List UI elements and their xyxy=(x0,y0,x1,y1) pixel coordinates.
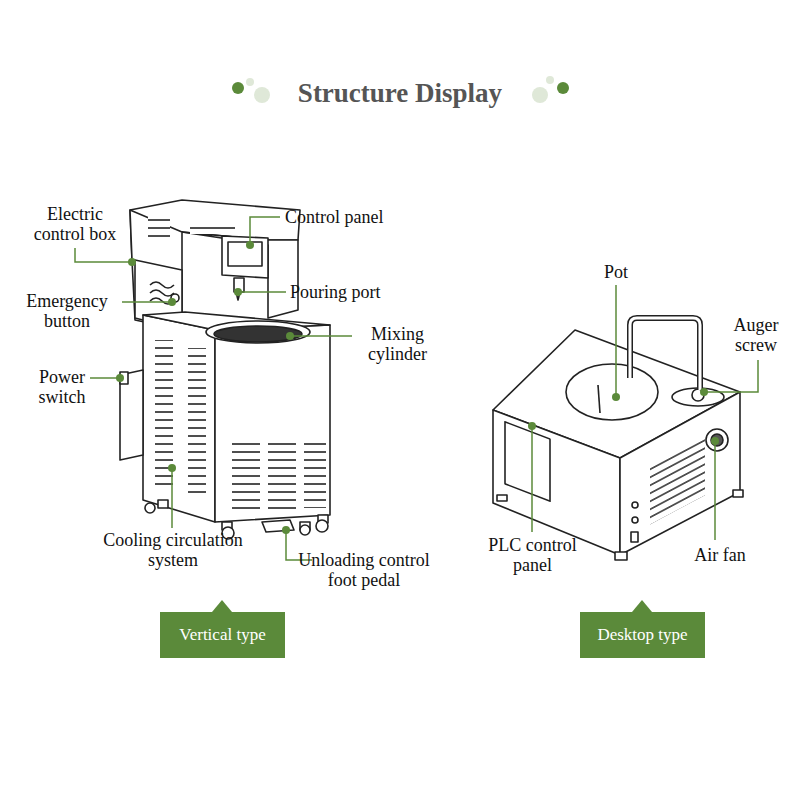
part-label: Air fan xyxy=(680,545,760,565)
part-label: Control panel xyxy=(285,207,415,227)
part-label: Unloading control foot pedal xyxy=(284,550,444,590)
part-label: Cooling circulation system xyxy=(88,530,258,570)
tab-label: Vertical type xyxy=(171,625,273,645)
part-label: Emergency button xyxy=(12,291,122,331)
part-label: Electric control box xyxy=(20,204,130,244)
title: Structure Display xyxy=(0,78,800,109)
tab-pointer xyxy=(632,600,652,612)
part-label: Mixing cylinder xyxy=(355,324,440,364)
vertical-machine xyxy=(120,200,330,539)
part-label: Pot xyxy=(596,262,636,282)
tab-label: Desktop type xyxy=(589,625,695,645)
leader-lines xyxy=(75,217,758,560)
part-label: PLC control panel xyxy=(470,535,595,575)
desktop-machine xyxy=(493,318,743,560)
part-label: Power switch xyxy=(22,367,102,407)
part-label: Auger screw xyxy=(722,315,790,355)
type-tab: Desktop type xyxy=(580,612,705,658)
part-label: Pouring port xyxy=(290,282,420,302)
type-tab: Vertical type xyxy=(160,612,285,658)
tab-pointer xyxy=(212,600,232,612)
leader-dots xyxy=(116,241,719,534)
